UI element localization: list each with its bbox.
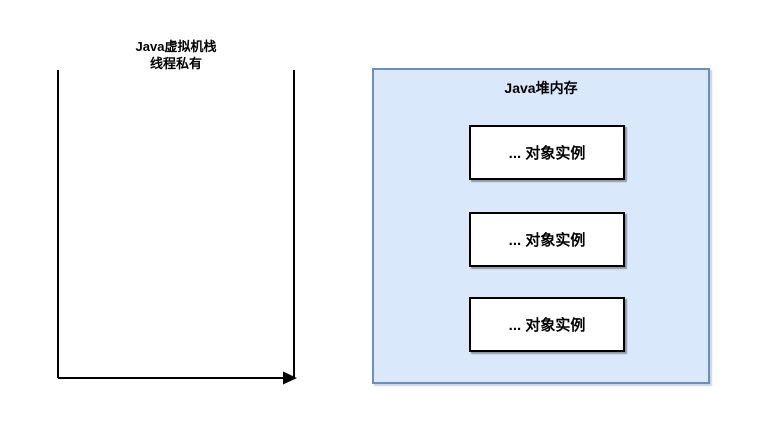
object-instance-box-1: ... 对象实例 [469, 125, 625, 180]
heap-container: Java堆内存 ... 对象实例 ... 对象实例 ... 对象实例 [372, 68, 710, 384]
object-instance-label: ... 对象实例 [508, 232, 586, 249]
object-instance-label: ... 对象实例 [508, 145, 586, 162]
stack-label-line2: 线程私有 [149, 56, 202, 71]
arrowhead-right-icon [283, 371, 297, 385]
object-instance-label: ... 对象实例 [508, 317, 586, 334]
heap-title: Java堆内存 [504, 80, 578, 96]
object-instance-box-3: ... 对象实例 [469, 297, 625, 352]
stack-label-line1: Java虚拟机栈 [135, 39, 217, 54]
stack-label: Java虚拟机栈 线程私有 [58, 38, 294, 72]
object-instance-box-2: ... 对象实例 [469, 212, 625, 267]
